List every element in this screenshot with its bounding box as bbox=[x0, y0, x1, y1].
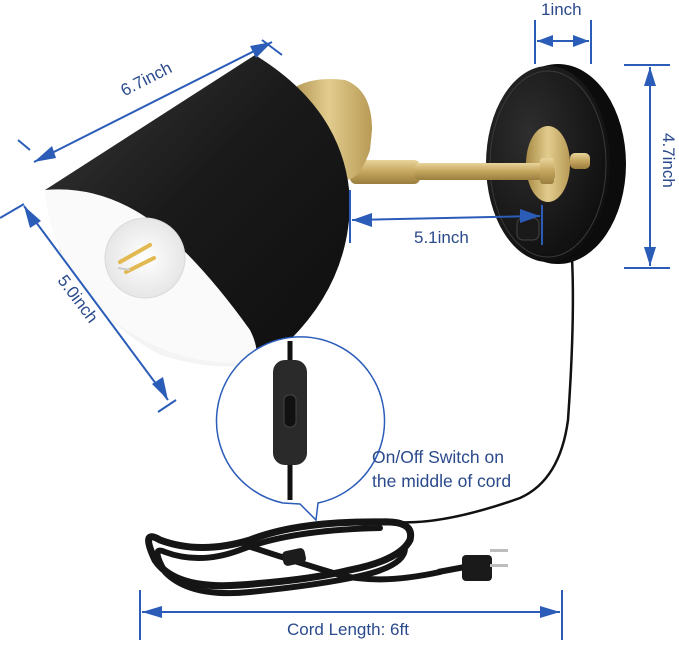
callout-line-1: On/Off Switch on bbox=[372, 447, 504, 467]
plug bbox=[437, 549, 508, 581]
lamp-shade bbox=[45, 55, 372, 367]
dim-shade-diameter bbox=[23, 205, 169, 401]
label-cord-length: Cord Length: 6ft bbox=[287, 620, 409, 639]
dim-arm-length bbox=[351, 215, 541, 221]
label-base-depth: 1inch bbox=[541, 0, 582, 19]
plug-prong bbox=[490, 564, 508, 567]
plug-prong bbox=[490, 549, 508, 552]
dim-shade-length bbox=[33, 41, 273, 163]
callout-line-2: the middle of cord bbox=[372, 471, 512, 491]
rocker-button bbox=[283, 394, 297, 428]
inline-switch-small bbox=[282, 548, 306, 566]
label-base-diameter: 4.7inch bbox=[659, 133, 678, 188]
led-bulb bbox=[104, 217, 186, 299]
brass-arm bbox=[350, 158, 555, 184]
label-arm-length: 5.1inch bbox=[414, 228, 469, 247]
dimension-lines bbox=[0, 20, 670, 640]
switch-callout-text: On/Off Switch on the middle of cord bbox=[372, 445, 511, 493]
power-cord bbox=[379, 257, 575, 524]
bulb-filament bbox=[118, 243, 152, 264]
switch-callout-bubble bbox=[215, 336, 386, 522]
coiled-cord bbox=[145, 518, 443, 597]
mounting-screw bbox=[570, 153, 590, 169]
